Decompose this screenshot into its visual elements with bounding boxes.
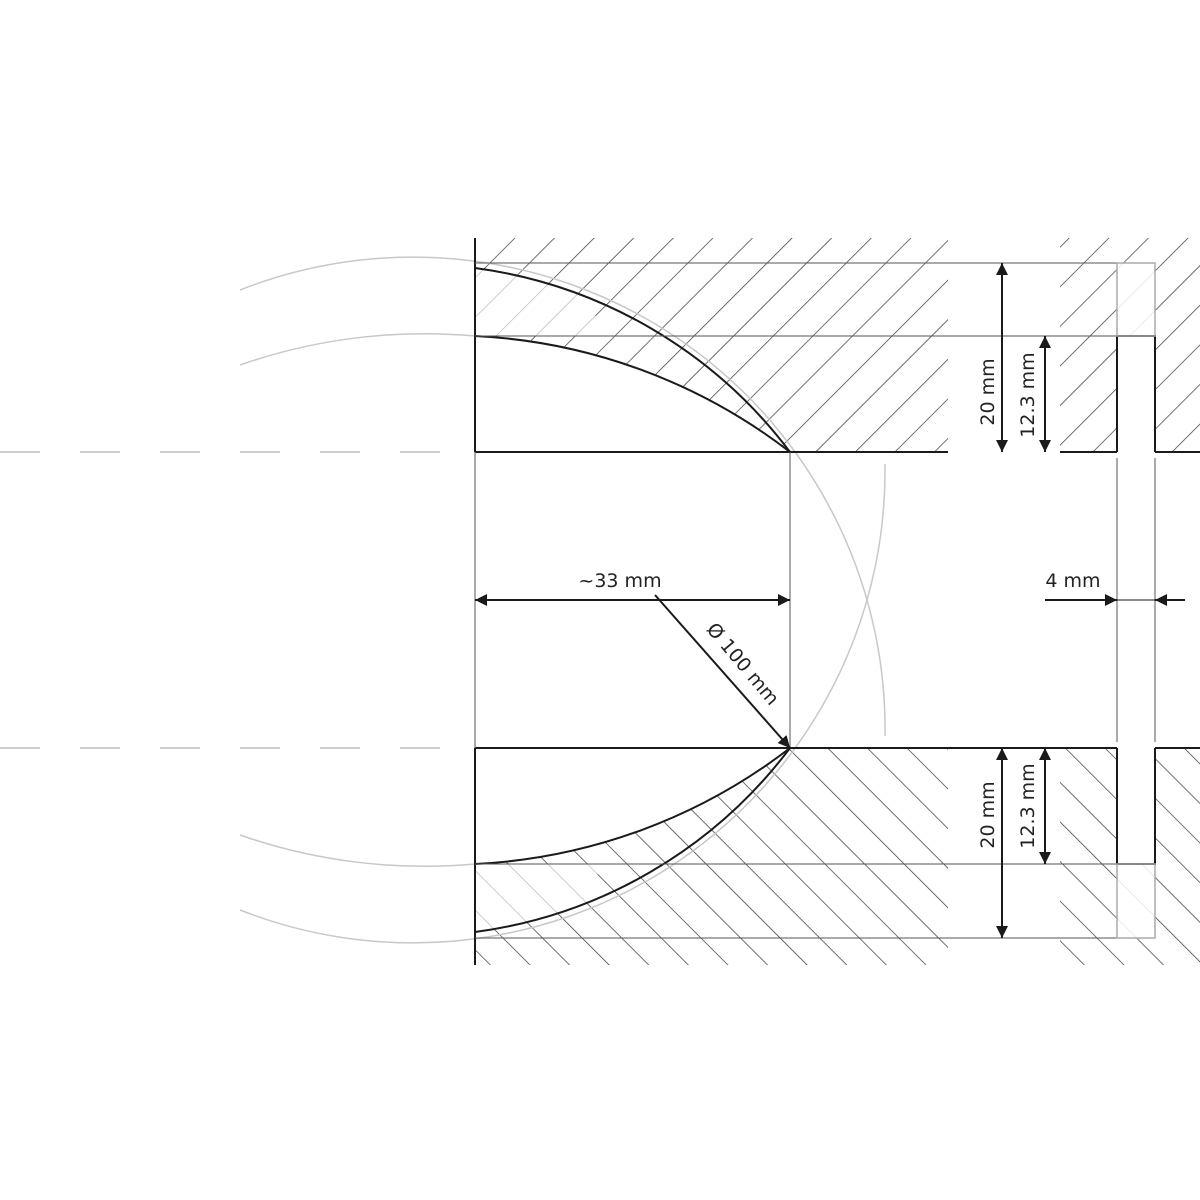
dim-diameter: Ø 100 mm	[702, 619, 783, 710]
dim-top-inner: 12.3 mm	[1017, 352, 1039, 437]
top-plate	[475, 238, 1200, 452]
dim-bottom-inner: 12.3 mm	[1017, 763, 1039, 848]
dim-bottom-total: 20 mm	[977, 781, 999, 848]
reference-circles	[239, 256, 886, 944]
bottom-plate	[475, 748, 1200, 965]
centerlines	[0, 451, 475, 749]
dim-width: ~33 mm	[578, 570, 661, 592]
dim-slot: 4 mm	[1045, 570, 1100, 592]
dim-top-total: 20 mm	[977, 358, 999, 425]
dimension-lines	[475, 263, 1185, 938]
outlines	[474, 238, 1200, 965]
